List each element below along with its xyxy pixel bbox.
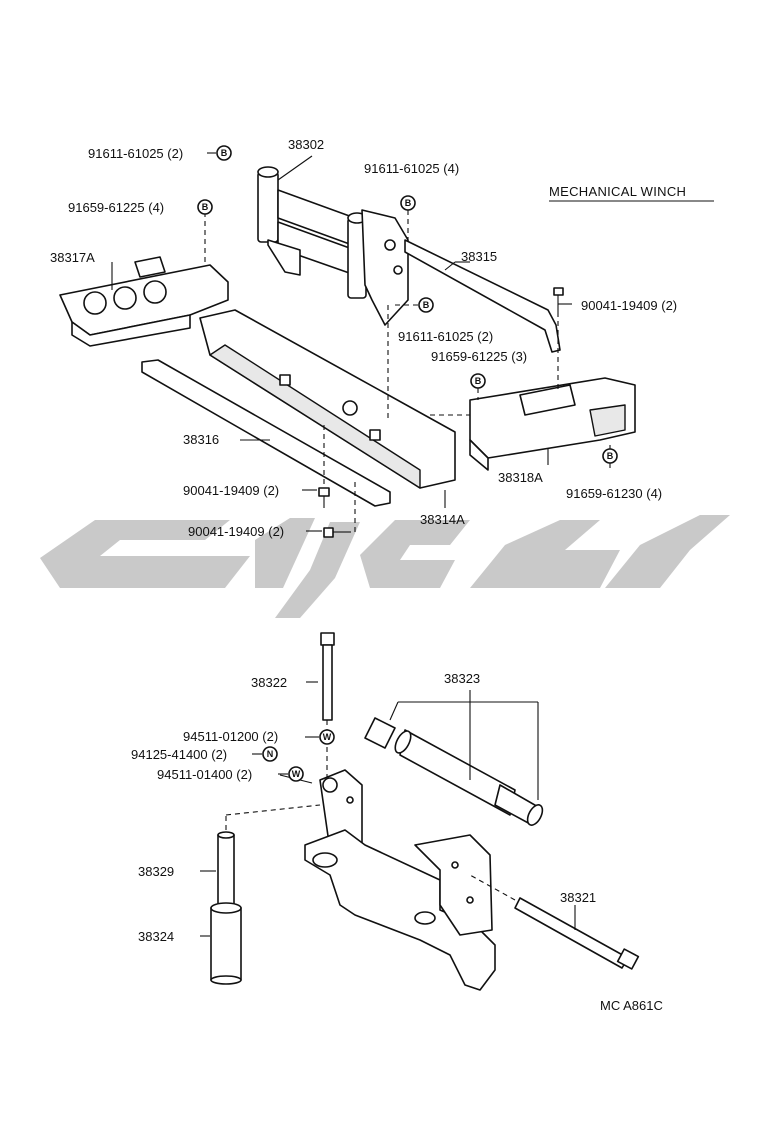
label-91611-61025-b: 91611-61025 (4)	[364, 161, 459, 176]
label-91659-61230: 91659-61230 (4)	[566, 486, 662, 501]
svg-text:B: B	[423, 300, 430, 310]
label-91659-61225-b: 91659-61225 (3)	[431, 349, 527, 364]
label-38317A: 38317A	[50, 250, 95, 265]
marker-b-1: B	[207, 145, 232, 161]
bolt-90041-right	[553, 287, 564, 312]
marker-b-4: B	[395, 297, 434, 313]
label-38322: 38322	[251, 675, 287, 690]
figure-code: MC A861C	[600, 998, 663, 1013]
part-38314A-main-frame	[199, 309, 456, 489]
label-38315: 38315	[461, 249, 497, 264]
svg-text:B: B	[607, 451, 614, 461]
part-38323-sleeve	[364, 717, 544, 826]
label-38321: 38321	[560, 890, 596, 905]
label-94511-01400: 94511-01400 (2)	[157, 767, 252, 782]
label-38324: 38324	[138, 929, 174, 944]
bolt-90041-mid	[318, 487, 330, 508]
part-38302-winch-frame	[257, 166, 409, 326]
part-38315-bar	[404, 239, 561, 353]
label-38318A: 38318A	[498, 470, 543, 485]
marker-w-1: W	[319, 729, 335, 745]
label-38316: 38316	[183, 432, 219, 447]
marker-n-1: N	[252, 746, 278, 762]
label-94511-01200: 94511-01200 (2)	[183, 729, 278, 744]
diagram-title: MECHANICAL WINCH	[549, 184, 686, 199]
label-91659-61225-a: 91659-61225 (4)	[68, 200, 164, 215]
label-90041-19409-c: 90041-19409 (2)	[188, 524, 284, 539]
part-38316-strip	[141, 359, 391, 507]
svg-text:B: B	[405, 198, 412, 208]
label-91611-61025-a: 91611-61025 (2)	[88, 146, 183, 161]
svg-text:B: B	[202, 202, 209, 212]
part-38317A-bracket	[59, 256, 229, 347]
svg-text:W: W	[323, 732, 332, 742]
part-38329-pin	[217, 831, 235, 911]
part-38324-sleeve	[210, 902, 242, 985]
svg-text:N: N	[267, 749, 274, 759]
part-38321-pin	[514, 897, 640, 970]
label-91611-61025-c: 91611-61025 (2)	[398, 329, 493, 344]
svg-text:B: B	[221, 148, 228, 158]
label-38302: 38302	[288, 137, 324, 152]
marker-w-2: W	[278, 766, 304, 782]
label-38323: 38323	[444, 671, 480, 686]
label-38329: 38329	[138, 864, 174, 879]
svg-text:B: B	[475, 376, 482, 386]
marker-b-3: B	[400, 195, 416, 211]
part-lower-bracket	[304, 769, 496, 991]
bolt-90041-lower	[323, 527, 346, 538]
marker-b-6: B	[602, 448, 618, 464]
label-90041-19409-a: 90041-19409 (2)	[581, 298, 677, 313]
label-38314A: 38314A	[420, 512, 465, 527]
marker-b-5: B	[470, 373, 486, 389]
part-38318A-bracket	[469, 377, 636, 471]
part-38322-bolt	[320, 632, 335, 721]
label-94125-41400: 94125-41400 (2)	[131, 747, 227, 762]
label-90041-19409-b: 90041-19409 (2)	[183, 483, 279, 498]
marker-b-2: B	[197, 199, 213, 215]
svg-text:W: W	[292, 769, 301, 779]
watermark-logo	[40, 515, 730, 618]
